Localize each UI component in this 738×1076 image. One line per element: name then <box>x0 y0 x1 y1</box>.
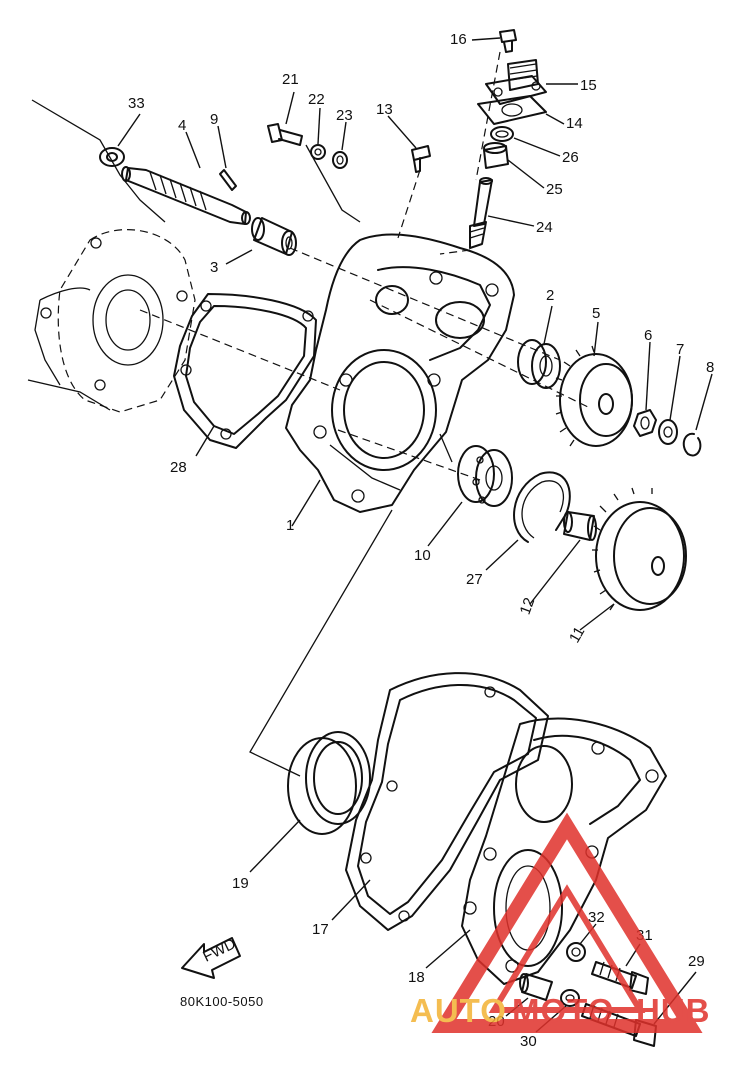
bearing-10 <box>457 445 513 507</box>
alignment-lines <box>139 51 591 777</box>
gasket-14 <box>477 95 547 125</box>
callout-28: 28 <box>170 459 187 476</box>
watermark-text-hub: HUB <box>636 992 711 1029</box>
dowel-12 <box>563 511 597 541</box>
oilseal-19 <box>287 731 371 835</box>
callout-12: 12 <box>517 595 539 616</box>
nut-6 <box>633 409 657 437</box>
snapring-27 <box>513 471 571 543</box>
bushing-25 <box>483 142 509 169</box>
callout-26: 26 <box>562 149 579 166</box>
callout-8: 8 <box>706 359 714 376</box>
callout-15: 15 <box>580 77 597 94</box>
leader-lines <box>117 37 713 1033</box>
callout-17: 17 <box>312 921 329 938</box>
callout-29: 29 <box>688 953 705 970</box>
callout-9: 9 <box>210 111 218 128</box>
callout-13: 13 <box>376 101 393 118</box>
callout-21: 21 <box>282 71 299 88</box>
callout-33: 33 <box>128 95 145 112</box>
callout-32: 32 <box>588 909 605 926</box>
oring-26 <box>490 126 514 142</box>
callout-27: 27 <box>466 571 483 588</box>
callout-18: 18 <box>408 969 425 986</box>
collar-3 <box>251 217 297 256</box>
bolt-21 <box>267 123 303 146</box>
washer-32 <box>566 942 586 962</box>
callout-5: 5 <box>592 305 600 322</box>
callout-6: 6 <box>644 327 652 344</box>
callout-7: 7 <box>676 341 684 358</box>
callout-3: 3 <box>210 259 218 276</box>
screw-13 <box>411 145 431 173</box>
callout-2: 2 <box>546 287 554 304</box>
circlip-8 <box>682 432 702 457</box>
callout-25: 25 <box>546 181 563 198</box>
callout-16: 16 <box>450 31 467 48</box>
fwd-label: FWD <box>200 935 238 965</box>
callout-numbers: 33 4 9 3 21 22 23 13 16 15 14 26 25 24 2… <box>128 31 714 1050</box>
watermark-text-moto: MOTO <box>512 992 614 1029</box>
callout-19: 19 <box>232 875 249 892</box>
callout-10: 10 <box>414 547 431 564</box>
engine-case-outline <box>27 99 196 413</box>
washer-23 <box>332 151 348 169</box>
watermark-logo: AUTO MOTO HUB <box>410 812 711 1033</box>
washer-33 <box>99 147 125 167</box>
callout-11: 11 <box>566 624 589 646</box>
washer-30 <box>560 989 580 1007</box>
gear-5 <box>555 345 633 447</box>
callout-24: 24 <box>536 219 553 236</box>
callout-14: 14 <box>566 115 583 132</box>
shaft-4 <box>121 166 251 225</box>
gasket-28 <box>173 293 317 449</box>
pin-9 <box>219 169 237 191</box>
callout-23: 23 <box>336 107 353 124</box>
callout-30: 30 <box>520 1033 537 1050</box>
housing-1 <box>285 233 515 513</box>
watermark-text-auto: AUTO <box>410 992 507 1029</box>
gear-11 <box>592 487 687 611</box>
washer-7 <box>658 419 678 445</box>
bearing-2 <box>517 339 561 389</box>
washer-22 <box>310 144 326 160</box>
dowel-20 <box>519 973 553 1001</box>
diagram-code: 80K100-5050 <box>180 994 264 1009</box>
shaft-24 <box>469 177 493 249</box>
fwd-arrow: FWD <box>181 935 241 979</box>
callout-1: 1 <box>286 517 294 534</box>
screw-16 <box>499 29 517 53</box>
fitting-15 <box>485 59 547 105</box>
callout-22: 22 <box>308 91 325 108</box>
bolt-31 <box>591 961 649 995</box>
gasket-17 <box>345 672 549 931</box>
callout-4: 4 <box>178 117 186 134</box>
